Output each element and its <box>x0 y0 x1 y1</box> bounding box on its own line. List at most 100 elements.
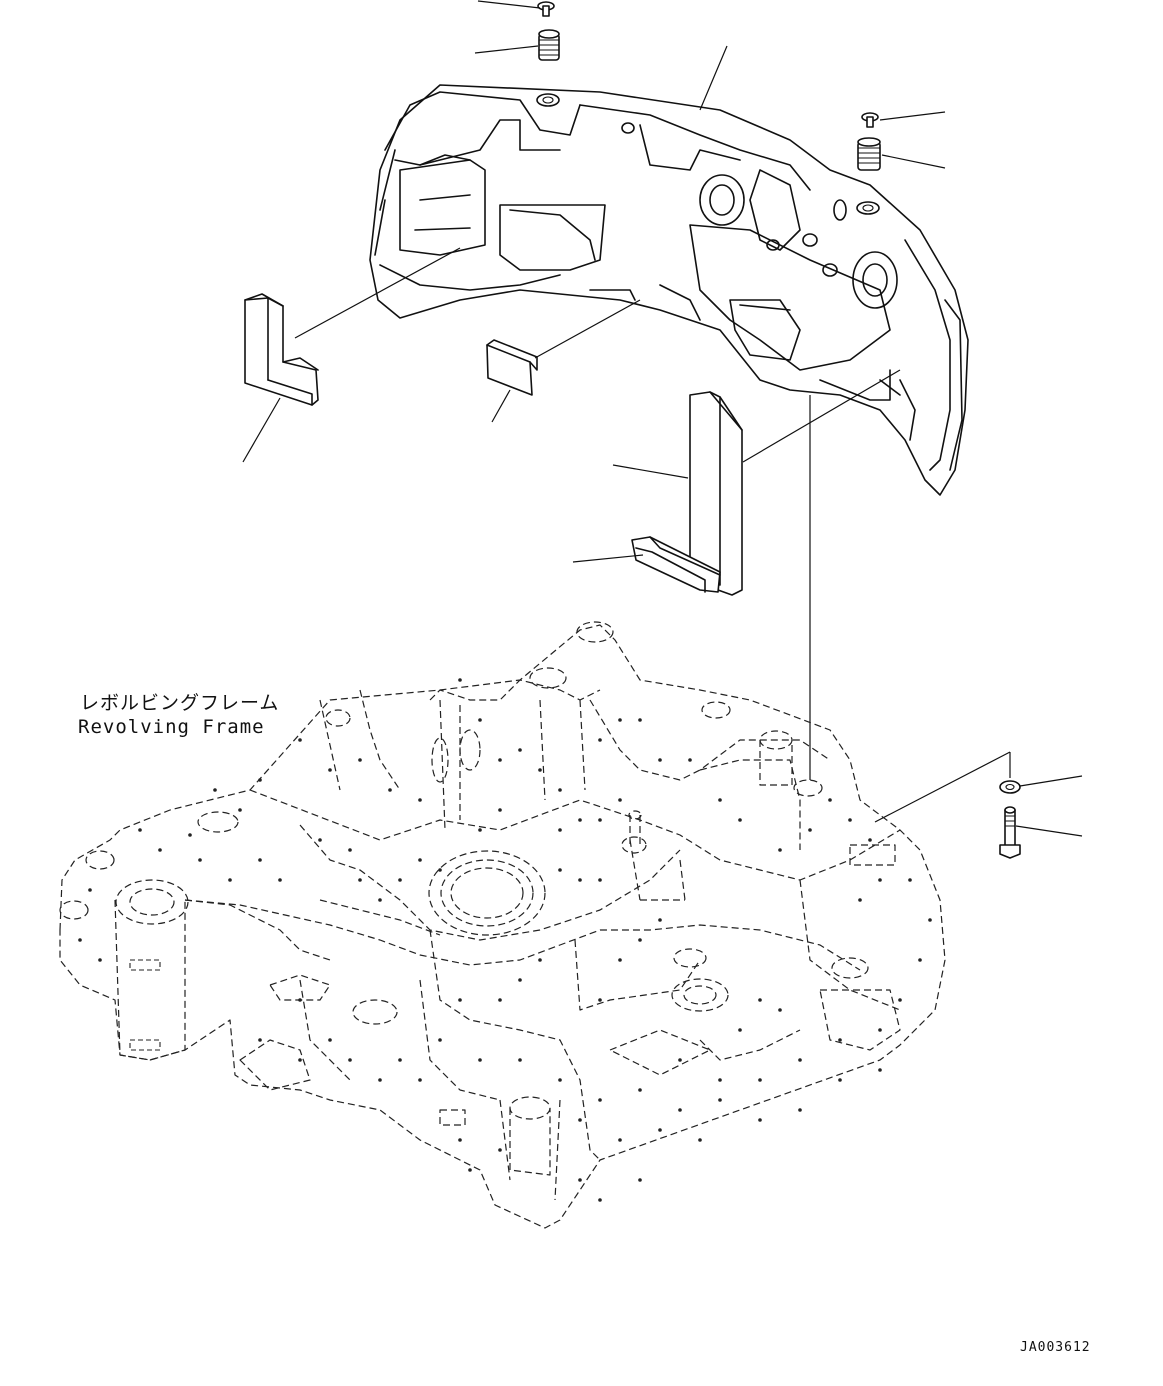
bolt-hole <box>458 1138 462 1142</box>
bolt-hole <box>358 758 362 762</box>
bolt-hole <box>908 878 912 882</box>
bolt-hole <box>898 998 902 1002</box>
bolt-hole <box>378 1078 382 1082</box>
bolt-hole <box>298 1058 302 1062</box>
bolt-hole <box>228 878 232 882</box>
bolt-hole <box>418 798 422 802</box>
bolt-hole <box>618 798 622 802</box>
bolt-hole <box>678 1108 682 1112</box>
bolt-hole <box>258 1038 262 1042</box>
bolt-hole <box>758 1078 762 1082</box>
bolt-hole <box>858 898 862 902</box>
bolt-hole <box>538 958 542 962</box>
bolt-hole <box>638 1178 642 1182</box>
bolt-hole <box>828 798 832 802</box>
plug-top <box>538 29 560 61</box>
bolt-hole <box>558 868 562 872</box>
bolt-hole <box>878 878 882 882</box>
bolt-hole <box>578 818 582 822</box>
bolt-hole <box>498 808 502 812</box>
bolt-hole <box>418 858 422 862</box>
bolt-hole <box>598 878 602 882</box>
frame-label-english: Revolving Frame <box>78 716 265 738</box>
washer <box>999 780 1021 794</box>
bolt-hole <box>478 828 482 832</box>
bolt-hole <box>498 758 502 762</box>
bolt-hole <box>758 1118 762 1122</box>
bolt-hole <box>138 828 142 832</box>
bolt-hole <box>658 1128 662 1132</box>
frame-label-japanese: レボルビングフレーム <box>80 692 280 714</box>
bolt-hole <box>378 898 382 902</box>
bolt-hole <box>498 998 502 1002</box>
bolt-hole <box>598 738 602 742</box>
bolt-hole <box>718 1078 722 1082</box>
bolt-hole <box>418 1078 422 1082</box>
bolt-hole <box>458 678 462 682</box>
bolt-hole <box>538 768 542 772</box>
bolt-hole <box>358 878 362 882</box>
bolt-hole <box>798 1108 802 1112</box>
bolt-hole <box>918 958 922 962</box>
bolt <box>999 806 1021 859</box>
bolt-hole <box>258 858 262 862</box>
bolt-hole <box>848 818 852 822</box>
bolt-hole <box>348 848 352 852</box>
bolt-hole <box>798 1058 802 1062</box>
screw-top <box>537 1 555 17</box>
bolt-hole <box>518 978 522 982</box>
bolt-hole <box>438 1038 442 1042</box>
bolt-hole <box>98 958 102 962</box>
bolt-hole <box>678 1058 682 1062</box>
wedge-bar <box>631 536 721 593</box>
bolt-hole <box>598 998 602 1002</box>
bolt-hole <box>238 808 242 812</box>
bolt-hole <box>578 1178 582 1182</box>
bolt-hole <box>298 738 302 742</box>
bolt-hole <box>188 833 192 837</box>
bolt-hole <box>928 918 932 922</box>
bolt-hole <box>698 1138 702 1142</box>
bolt-hole <box>578 1118 582 1122</box>
bolt-hole <box>658 918 662 922</box>
bolt-hole <box>598 1198 602 1202</box>
bolt-hole <box>638 1088 642 1092</box>
bolt-hole <box>88 888 92 892</box>
bolt-hole <box>158 848 162 852</box>
bolt-hole <box>718 798 722 802</box>
bolt-hole <box>618 1138 622 1142</box>
bolt-hole <box>878 1028 882 1032</box>
bolt-hole <box>638 718 642 722</box>
bolt-hole <box>398 878 402 882</box>
bolt-hole <box>278 878 282 882</box>
bolt-hole <box>518 1058 522 1062</box>
plug-right <box>857 137 881 171</box>
bolt-hole <box>808 828 812 832</box>
bolt-hole <box>638 938 642 942</box>
bolt-hole <box>738 1028 742 1032</box>
bolt-hole <box>618 958 622 962</box>
revolving-frame <box>59 621 946 1229</box>
bolt-hole <box>758 998 762 1002</box>
bolt-hole <box>878 1068 882 1072</box>
bolt-hole <box>738 818 742 822</box>
small-plate <box>486 339 538 396</box>
bolt-hole <box>348 1058 352 1062</box>
bolt-hole <box>838 1078 842 1082</box>
frame-holes <box>78 678 932 1202</box>
leader-lines <box>242 0 1083 837</box>
bolt-hole <box>398 1058 402 1062</box>
bolt-hole <box>458 998 462 1002</box>
bolt-hole <box>478 1058 482 1062</box>
bolt-hole <box>78 938 82 942</box>
bolt-hole <box>658 758 662 762</box>
bolt-hole <box>558 1078 562 1082</box>
bolt-hole <box>598 1098 602 1102</box>
bolt-hole <box>258 778 262 782</box>
bolt-hole <box>328 768 332 772</box>
bolt-hole <box>438 868 442 872</box>
bolt-hole <box>688 758 692 762</box>
bolt-hole <box>778 848 782 852</box>
bolt-hole <box>298 998 302 1002</box>
